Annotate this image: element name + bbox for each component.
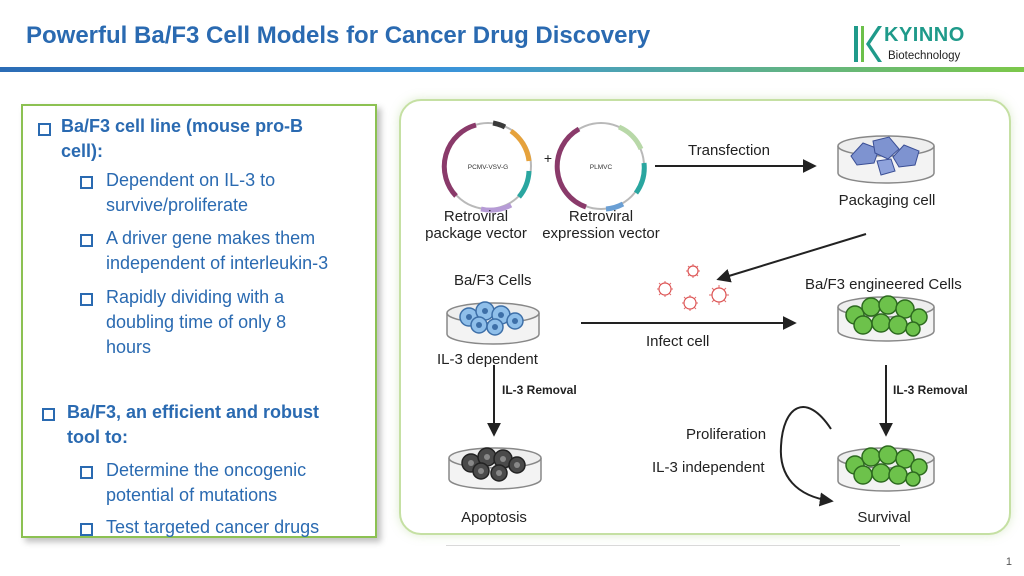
kyinno-mark-icon	[854, 26, 882, 62]
bullet-square-icon	[80, 293, 93, 306]
company-logo: KYINNO Biotechnology	[852, 22, 1002, 68]
proliferation-label: Proliferation	[686, 426, 767, 443]
bullet-square-icon	[80, 466, 93, 479]
package-vector-plasmid-icon: PCMV-VSV-G	[441, 120, 532, 213]
survival-label: Survival	[857, 509, 911, 526]
bullet-square-icon	[80, 176, 93, 189]
engineered-cells-dish-icon	[837, 295, 935, 342]
bullet-square-icon	[80, 523, 93, 536]
title-underline-bar	[0, 67, 1024, 72]
bullet-square-icon	[42, 408, 55, 421]
bottom-divider	[446, 545, 900, 546]
proliferation-loop-arrow	[779, 406, 834, 507]
page-number: 1	[1005, 556, 1012, 568]
plus-sign: +	[544, 150, 552, 166]
baf3-cells-dish-icon	[446, 301, 540, 345]
plasmid1-label: PCMV-VSV-G	[468, 164, 508, 171]
workflow-diagram: PCMV-VSV-G + PLMVC	[441, 120, 935, 507]
bullet-targeted-drugs: Test targeted cancer drugs	[106, 517, 320, 537]
packaging-cell-dish-icon	[837, 135, 935, 184]
bullet-square-icon	[80, 234, 93, 247]
logo-subtitle: Biotechnology	[888, 50, 961, 62]
il3-removal-left-label: IL-3 Removal	[502, 383, 577, 397]
diagram-panel: PCMV-VSV-G + PLMVC	[399, 99, 1011, 535]
virus-release-arrow	[716, 233, 867, 283]
bullet-square-icon	[38, 123, 51, 136]
baf3-cells-label: Ba/F3 Cells	[454, 272, 532, 289]
infect-cell-label: Infect cell	[646, 333, 710, 350]
transfection-label: Transfection	[688, 142, 770, 159]
il3-dependent-label: IL-3 dependent	[437, 351, 538, 368]
expression-vector-plasmid-icon: PLMVC	[554, 122, 647, 212]
retrovirus-particles-icon	[657, 264, 729, 311]
plasmid2-label: PLMVC	[590, 164, 613, 171]
apoptosis-dish-icon	[448, 447, 542, 490]
logo-name: KYINNO	[884, 24, 965, 46]
il3-removal-right-label: IL-3 Removal	[893, 383, 968, 397]
apoptosis-label: Apoptosis	[461, 509, 527, 526]
packaging-cell-label: Packaging cell	[838, 192, 936, 209]
slide-title: Powerful Ba/F3 Cell Models for Cancer Dr…	[26, 22, 651, 49]
il3-independent-label: IL-3 independent	[652, 459, 765, 476]
engineered-cells-label: Ba/F3 engineered Cells	[805, 276, 962, 293]
survival-dish-icon	[837, 445, 935, 492]
